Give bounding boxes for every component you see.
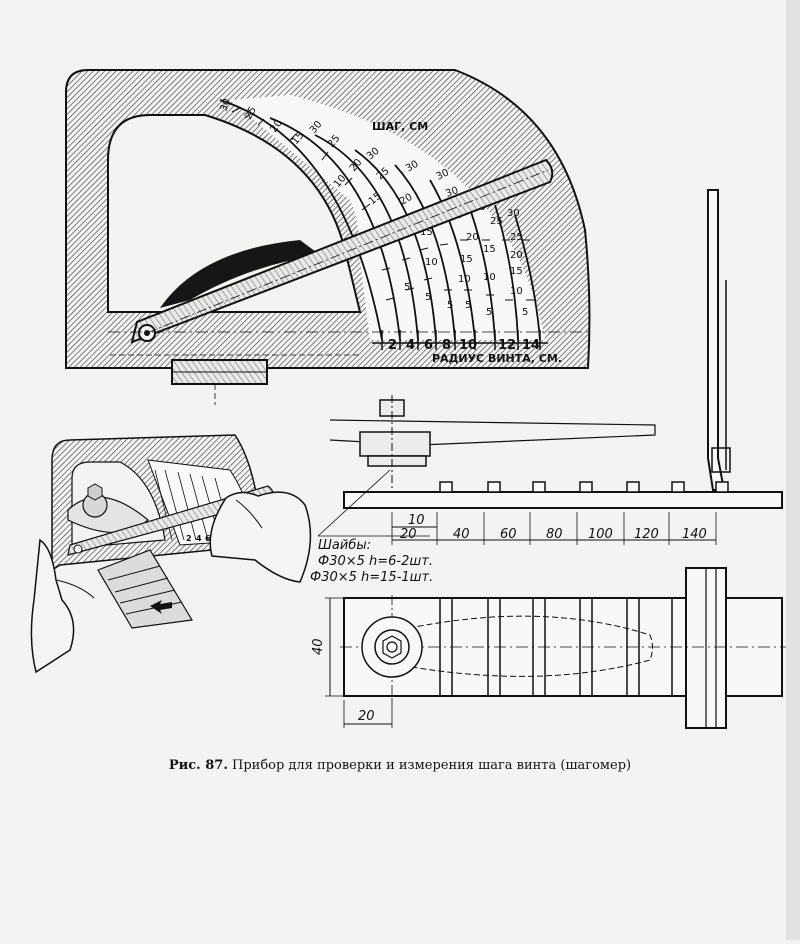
radius-tick-14: 14 (522, 338, 540, 353)
gauge-scale-ticks (231, 107, 534, 301)
gauge-foot (108, 331, 590, 405)
sketch-tick-6: 6 (205, 534, 211, 543)
washers-title: Шайбы: (318, 538, 371, 553)
vertical-plate (707, 189, 731, 491)
radius-tick-4: 4 (406, 338, 415, 353)
scale7-20: 20 (466, 232, 479, 243)
scale9-15: 15 (510, 266, 523, 277)
arrow-icon (150, 600, 172, 614)
scale5-30: 30 (435, 167, 451, 182)
scale9-20: 20 (510, 250, 523, 261)
side-elevation: 10 20 40 60 80 100 120 140 Шайбы: Ф30×5 … (310, 395, 783, 585)
radius-label: РАДИУС ВИНТА, СМ. (432, 352, 562, 365)
dim-height-40: 40 (311, 638, 326, 655)
scale9-10: 10 (510, 286, 523, 297)
nut-icon (382, 635, 402, 659)
caption-fig-number: Рис. 87. (168, 758, 228, 773)
radius-tick-12: 12 (498, 338, 516, 353)
scale5-5: 5 (425, 292, 431, 303)
gauge-scale-arcs (219, 99, 541, 341)
pointer-arm (130, 158, 554, 344)
pitch-label: ШАГ, СМ (372, 120, 428, 133)
page-edge-shading (786, 0, 800, 940)
washer-note-2: Ф30×5 h=15-1шт. (310, 570, 433, 585)
dim-100: 100 (588, 527, 613, 542)
scale7-15: 15 (460, 254, 473, 265)
radius-tick-6: 6 (424, 338, 433, 353)
blade-shadow (160, 240, 320, 308)
radius-tick-8: 8 (442, 338, 451, 353)
scale7-5: 5 (465, 300, 471, 311)
dim-120: 120 (634, 527, 659, 542)
scale5-15: 15 (420, 227, 433, 238)
scale8-10: 10 (483, 272, 496, 283)
sketch-tick-2: 2 (186, 534, 192, 543)
scale7-10: 10 (458, 274, 471, 285)
scale8-15: 15 (483, 244, 496, 255)
figure-caption: Рис. 87. Прибор для проверки и измерения… (0, 758, 800, 773)
scale6-5: 5 (447, 300, 453, 311)
dim-left-20: 20 (358, 709, 375, 724)
scale8-25: 25 (490, 216, 503, 227)
scale4-5: 5 (404, 282, 410, 293)
caption-text: Прибор для проверки и измерения шага вин… (232, 758, 632, 773)
usage-sketch: 2 4 6 8 10 12 14 (30, 434, 312, 674)
dim-40: 40 (453, 527, 470, 542)
sketch-tick-4: 4 (196, 534, 202, 543)
radius-tick-10: 10 (459, 338, 477, 353)
radius-axis: 2 4 6 8 10 12 14 РАДИУС ВИНТА, СМ. ШАГ, … (372, 120, 562, 365)
scale9-30: 30 (507, 208, 520, 219)
dim-20: 20 (400, 527, 417, 542)
plan-view: 40 20 (311, 567, 790, 729)
dim-10: 10 (408, 513, 425, 528)
scale8-5: 5 (486, 307, 492, 318)
washer-note-1: Ф30×5 h=6-2шт. (318, 554, 433, 569)
dim-140: 140 (682, 527, 707, 542)
dim-80: 80 (546, 527, 563, 542)
radius-tick-2: 2 (388, 338, 397, 353)
scale9-5: 5 (522, 307, 528, 318)
dim-60: 60 (500, 527, 517, 542)
gauge-body (65, 69, 591, 369)
scale9-25: 25 (510, 232, 523, 243)
scale6-10: 10 (425, 257, 438, 268)
scale1-30: 30 (218, 97, 233, 113)
